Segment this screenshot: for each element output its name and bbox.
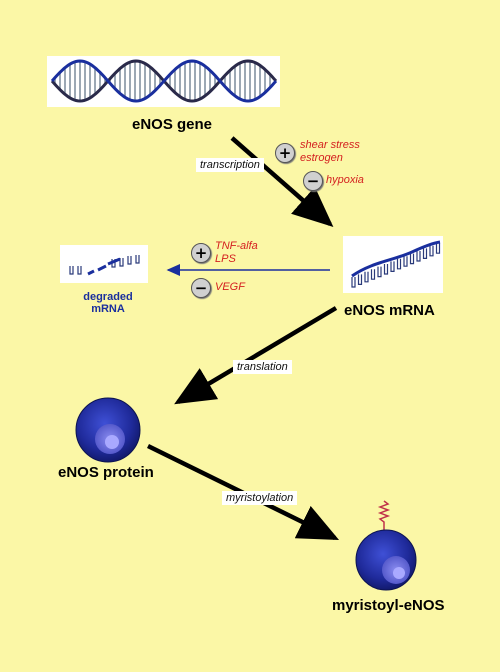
regulator-estrogen: estrogen <box>300 152 343 164</box>
myristoylation-tag: myristoylation <box>222 491 298 505</box>
myristoyl-tail <box>377 500 391 530</box>
regulator-shear-stress: shear stress <box>300 139 360 151</box>
mrna-base <box>403 256 408 267</box>
mrna-image <box>343 236 443 293</box>
dna-image <box>47 56 280 107</box>
mrna-base <box>409 253 415 265</box>
mrna-base <box>364 271 369 283</box>
transcription-tag: transcription <box>196 158 264 172</box>
degraded-label-line1: degraded <box>83 291 133 303</box>
degraded-mrna-image <box>60 245 148 283</box>
mrna-base <box>396 258 402 270</box>
mrna-label: eNOS mRNA <box>344 302 435 319</box>
plus-badge-degradation: + <box>191 243 211 263</box>
translation-arrow <box>174 306 338 405</box>
minus-badge-transcription: − <box>303 171 323 191</box>
regulator-vegf: VEGF <box>215 281 245 293</box>
mrna-base <box>390 261 395 272</box>
protein-label: eNOS protein <box>58 464 154 481</box>
mrna-base <box>357 274 363 285</box>
minus-badge-degradation: − <box>191 278 211 298</box>
myristoyl-cell <box>355 500 417 591</box>
degraded-mrna-label: degraded mRNA <box>68 291 148 315</box>
mrna-base <box>416 251 421 262</box>
translation-tag: translation <box>233 360 292 374</box>
myristoyl-label: myristoyl-eNOS <box>332 597 445 614</box>
degraded-label-line2: mRNA <box>91 303 125 315</box>
transcription-arrow <box>230 136 334 227</box>
mrna-base <box>370 269 376 280</box>
mrna-base <box>377 266 382 278</box>
mrna-base <box>435 243 441 254</box>
mrna-base <box>383 264 389 275</box>
plus-badge-transcription: + <box>275 143 295 163</box>
mrna-base <box>422 248 428 259</box>
regulator-hypoxia: hypoxia <box>326 174 364 186</box>
gene-label: eNOS gene <box>132 116 213 133</box>
regulator-lps: LPS <box>215 253 236 265</box>
mrna-base <box>351 277 356 288</box>
regulator-tnf-alfa: TNF-alfa <box>215 240 258 252</box>
mrna-base <box>429 245 434 257</box>
protein-cell <box>75 397 141 463</box>
